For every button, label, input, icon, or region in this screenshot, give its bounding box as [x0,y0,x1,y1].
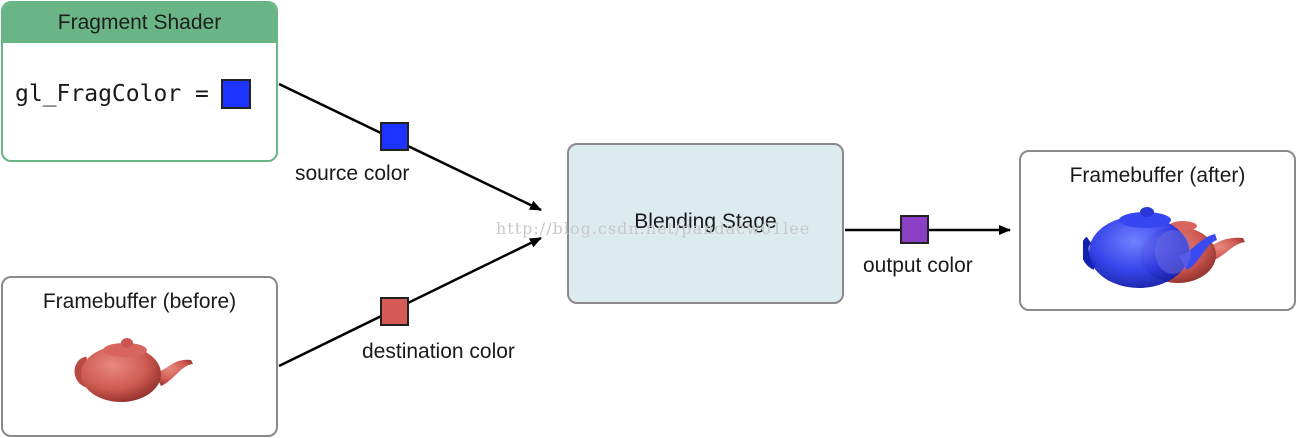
source-arrow [278,82,542,212]
destination-arrow [278,236,542,368]
blending-stage-box: Blending Stage [567,143,844,304]
blended-teapots-image [1083,207,1245,288]
fragment-shader-title: Fragment Shader [3,3,276,43]
fragment-shader-box: Fragment Shader gl_FragColor = [1,1,278,162]
framebuffer-after-box: Framebuffer (after) [1019,150,1296,311]
frag-color-swatch [220,79,251,109]
framebuffer-after-title: Framebuffer (after) [1069,164,1246,187]
destination-color-swatch [380,297,409,326]
blending-stage-label: Blending Stage [634,210,777,233]
red-teapot-image [74,338,193,402]
framebuffer-before-title: Framebuffer (before) [42,290,237,313]
framebuffer-before-box: Framebuffer (before) [1,276,278,437]
frag-color-code: gl_FragColor = [15,81,209,107]
frag-color-expression: gl_FragColor = [15,79,251,109]
destination-color-label: destination color [362,340,515,363]
watermark-text: http://blog.csdn.net/pandacw01lee [496,219,811,238]
output-color-label: output color [863,254,973,277]
source-color-swatch [380,122,409,151]
source-color-label: source color [295,162,410,185]
output-color-swatch [900,215,929,244]
